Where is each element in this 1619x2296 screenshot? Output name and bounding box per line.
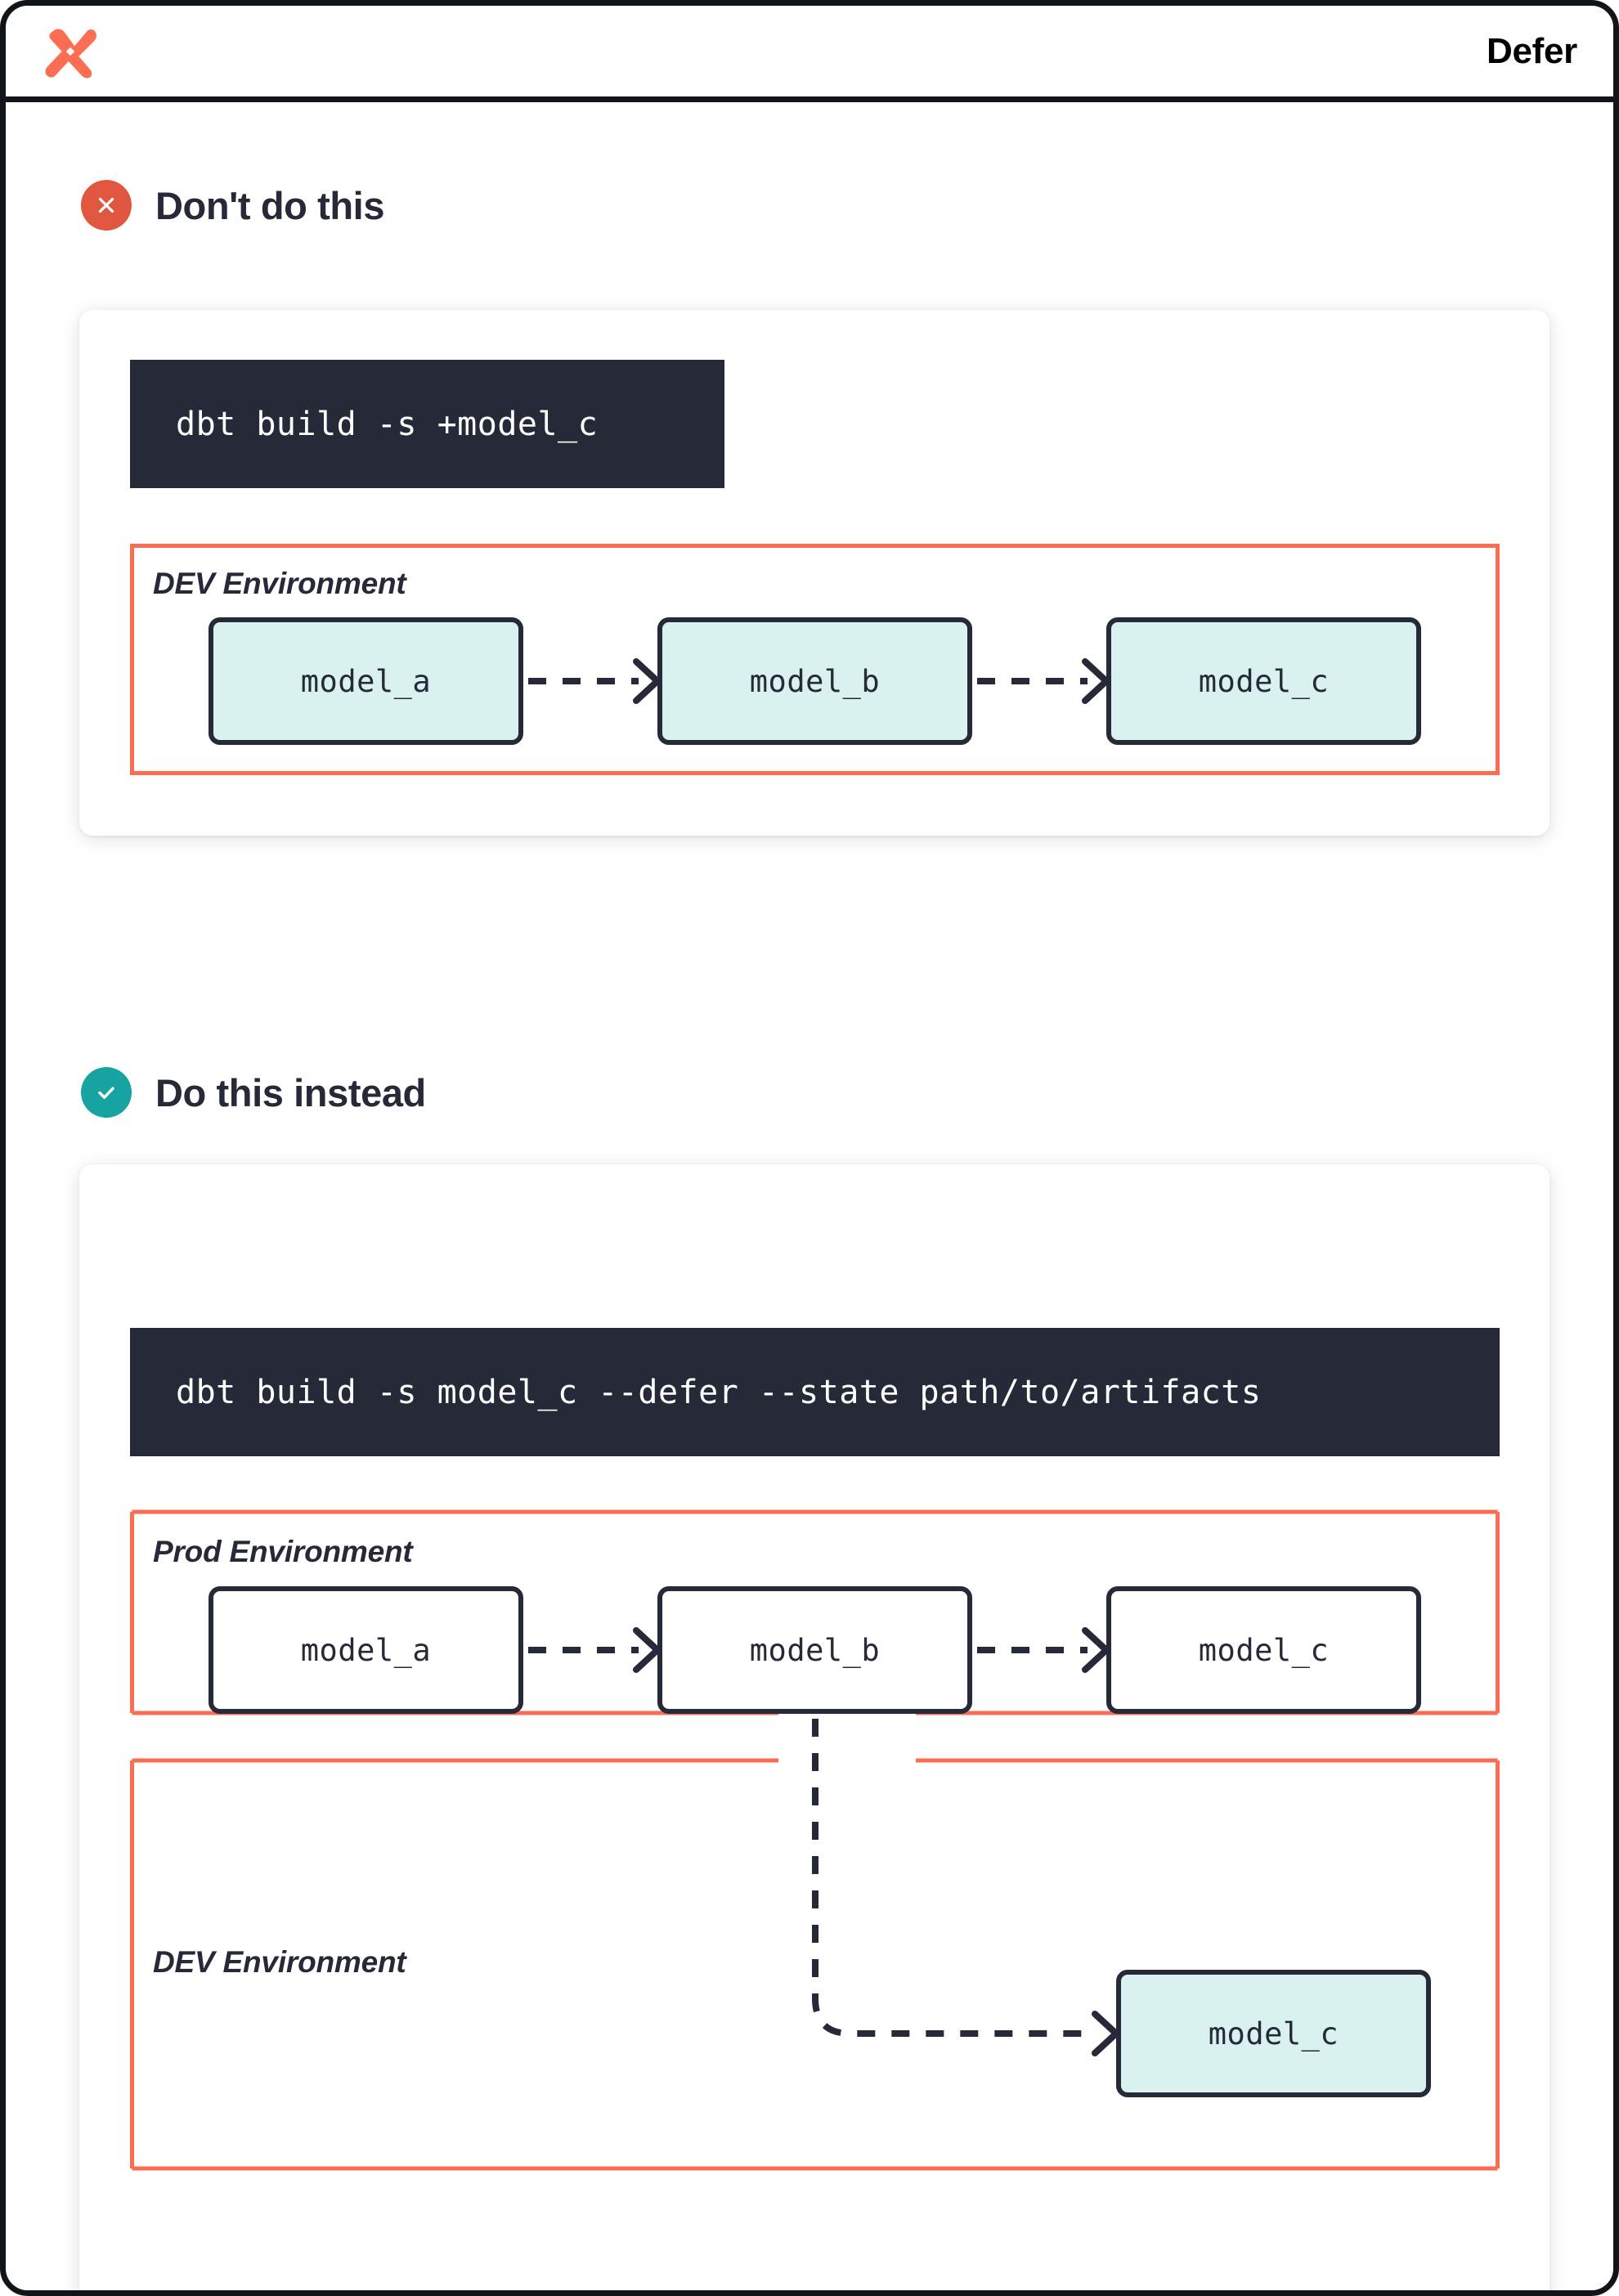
section-title: Don't do this bbox=[155, 183, 385, 227]
model-node-model-a-dev1[interactable]: model_a bbox=[209, 617, 523, 745]
card-dont-do-this: dbt build -s +model_c DEV Environment mo… bbox=[79, 310, 1549, 836]
page-title: Defer bbox=[1487, 30, 1577, 71]
env-box-dev-1 bbox=[130, 544, 1500, 775]
dbt-logo bbox=[40, 21, 101, 82]
card-do-this-instead: dbt build -s model_c --defer --state pat… bbox=[79, 1164, 1549, 2290]
section-heading-dont-do-this: Don't do this bbox=[81, 180, 384, 231]
check-icon bbox=[81, 1067, 132, 1118]
model-node-model-b-dev1[interactable]: model_b bbox=[657, 617, 972, 745]
content-area: Don't do this dbt build -s +model_c DEV … bbox=[6, 108, 1613, 2290]
model-node-model-c-prod[interactable]: model_c bbox=[1106, 1586, 1421, 1714]
model-node-model-b-prod[interactable]: model_b bbox=[657, 1586, 972, 1714]
env-label-dev-1: DEV Environment bbox=[153, 567, 406, 600]
model-node-model-c-dev1[interactable]: model_c bbox=[1106, 617, 1421, 745]
env-label-prod: Prod Environment bbox=[153, 1535, 413, 1568]
env-label-dev-2: DEV Environment bbox=[153, 1945, 406, 1979]
model-node-model-a-prod[interactable]: model_a bbox=[209, 1586, 523, 1714]
section-heading-do-this-instead: Do this instead bbox=[81, 1067, 426, 1118]
model-node-model-c-dev2[interactable]: model_c bbox=[1116, 1970, 1431, 2097]
cross-icon bbox=[81, 180, 132, 231]
command-dont-do-this: dbt build -s +model_c bbox=[130, 360, 724, 488]
command-do-this-instead: dbt build -s model_c --defer --state pat… bbox=[130, 1328, 1500, 1456]
section-title: Do this instead bbox=[155, 1070, 426, 1114]
app-header: Defer bbox=[6, 6, 1613, 102]
